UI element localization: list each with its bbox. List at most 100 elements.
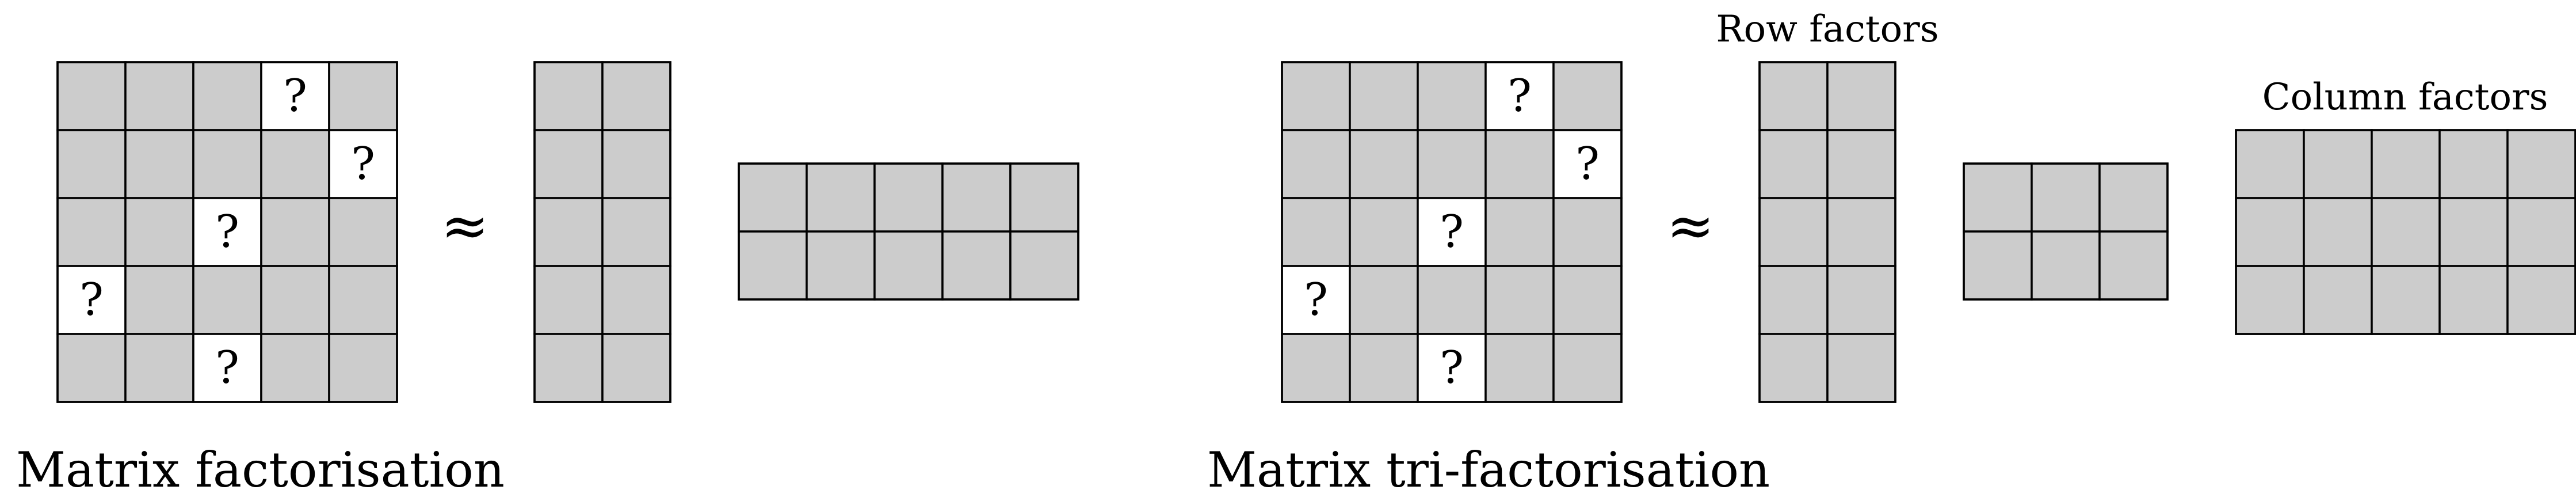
filled-cell: [1417, 61, 1487, 131]
filled-cell: [1552, 61, 1623, 131]
row-factors-label: Row factors: [1716, 8, 1938, 51]
missing-value-mark: ?: [79, 274, 104, 326]
filled-cell: [56, 333, 127, 403]
filled-cell: [738, 230, 808, 301]
column-factors-label: Column factors: [2262, 76, 2548, 119]
left-approx-symbol: ≈: [441, 192, 489, 260]
left-row-factor-matrix: [533, 61, 671, 403]
missing-cell: [328, 129, 398, 199]
filled-cell: [1552, 197, 1623, 267]
filled-cell: [56, 129, 127, 199]
filled-cell: [260, 197, 330, 267]
filled-cell: [1009, 230, 1079, 301]
matrix-border: [738, 162, 1079, 301]
missing-value-mark: ?: [1440, 206, 1464, 258]
filled-cell: [533, 61, 604, 131]
filled-cell: [1349, 197, 1419, 267]
filled-cell: [2371, 265, 2441, 335]
filled-cell: [1758, 61, 1829, 131]
filled-cell: [1349, 265, 1419, 335]
filled-cell: [2371, 197, 2441, 267]
right-caption: Matrix tri-factorisation: [1207, 442, 1770, 498]
filled-cell: [1484, 129, 1555, 199]
missing-value-mark: ?: [1440, 342, 1464, 394]
missing-value-mark: ?: [1575, 138, 1600, 190]
matrix-border: [56, 61, 398, 403]
matrix-border: [533, 61, 671, 403]
filled-cell: [328, 333, 398, 403]
filled-cell: [1826, 265, 1896, 335]
filled-cell: [1552, 265, 1623, 335]
matrix-border: [2235, 129, 2576, 335]
filled-cell: [533, 333, 604, 403]
filled-cell: [1758, 129, 1829, 199]
filled-cell: [601, 61, 671, 131]
filled-cell: [1758, 197, 1829, 267]
filled-cell: [2438, 197, 2509, 267]
filled-cell: [124, 333, 194, 403]
right-approx-symbol: ≈: [1666, 192, 1715, 260]
missing-cell: [1417, 333, 1487, 403]
filled-cell: [533, 197, 604, 267]
filled-cell: [1281, 129, 1351, 199]
left-data-matrix: ?????: [56, 61, 398, 403]
filled-cell: [2506, 129, 2576, 199]
filled-cell: [1963, 230, 2033, 301]
filled-cell: [601, 333, 671, 403]
filled-cell: [2031, 162, 2101, 233]
filled-cell: [124, 197, 194, 267]
filled-cell: [1281, 333, 1351, 403]
filled-cell: [124, 265, 194, 335]
filled-cell: [328, 197, 398, 267]
filled-cell: [1281, 61, 1351, 131]
filled-cell: [260, 265, 330, 335]
matrix-border: [1758, 61, 1896, 403]
filled-cell: [1349, 333, 1419, 403]
filled-cell: [601, 197, 671, 267]
filled-cell: [328, 61, 398, 131]
filled-cell: [56, 61, 127, 131]
filled-cell: [533, 265, 604, 335]
filled-cell: [1484, 197, 1555, 267]
filled-cell: [806, 230, 876, 301]
filled-cell: [1349, 129, 1419, 199]
filled-cell: [1417, 265, 1487, 335]
matrix-border: [1963, 162, 2169, 301]
filled-cell: [1826, 129, 1896, 199]
filled-cell: [873, 230, 944, 301]
filled-cell: [1009, 162, 1079, 233]
missing-value-mark: ?: [1508, 70, 1532, 122]
filled-cell: [56, 197, 127, 267]
missing-value-mark: ?: [283, 70, 307, 122]
right-row-factor-matrix: [1758, 61, 1896, 403]
filled-cell: [2303, 265, 2373, 335]
filled-cell: [1826, 61, 1896, 131]
right-data-matrix: ?????: [1281, 61, 1623, 403]
filled-cell: [941, 230, 1012, 301]
filled-cell: [192, 265, 262, 335]
filled-cell: [1349, 61, 1419, 131]
filled-cell: [873, 162, 944, 233]
filled-cell: [1484, 333, 1555, 403]
filled-cell: [1552, 333, 1623, 403]
matrix-border: [1281, 61, 1623, 403]
filled-cell: [2303, 197, 2373, 267]
filled-cell: [941, 162, 1012, 233]
filled-cell: [260, 129, 330, 199]
filled-cell: [2235, 265, 2305, 335]
filled-cell: [1758, 265, 1829, 335]
filled-cell: [1826, 197, 1896, 267]
filled-cell: [124, 129, 194, 199]
filled-cell: [328, 265, 398, 335]
right-column-factor-matrix: [2235, 129, 2576, 335]
left-column-factor-matrix: [738, 162, 1079, 301]
filled-cell: [2438, 129, 2509, 199]
filled-cell: [2098, 230, 2169, 301]
missing-cell: [260, 61, 330, 131]
filled-cell: [2371, 129, 2441, 199]
filled-cell: [533, 129, 604, 199]
filled-cell: [806, 162, 876, 233]
filled-cell: [2303, 129, 2373, 199]
filled-cell: [738, 162, 808, 233]
